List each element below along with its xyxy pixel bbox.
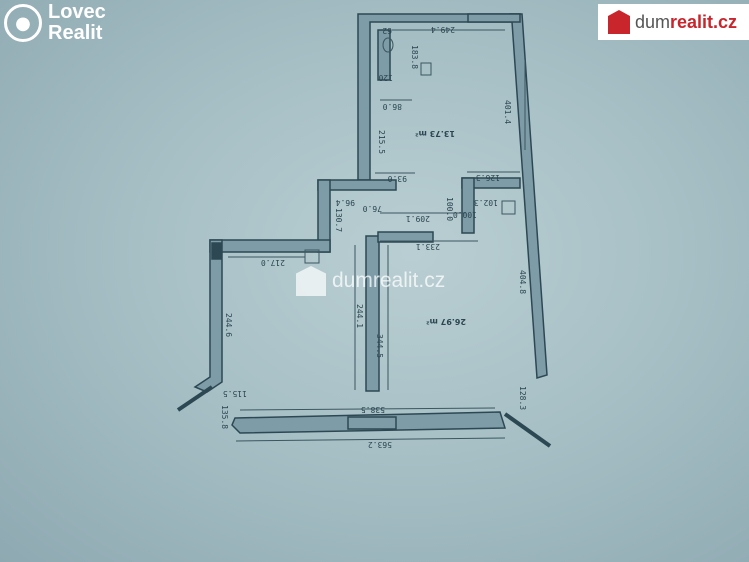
dim-label: 120	[378, 73, 393, 82]
dim-label: 249.4	[431, 25, 455, 34]
dim-label: 62	[382, 26, 392, 35]
dim-label: 209.1	[406, 214, 430, 223]
dimension-lines	[228, 29, 526, 442]
dim-label: 538.5	[361, 405, 385, 414]
fixtures	[304, 37, 516, 264]
dim-label: 135.8	[220, 405, 229, 429]
dim-label: 115.5	[223, 389, 247, 398]
house-icon	[608, 10, 630, 34]
dim-label: 128.3	[518, 386, 527, 410]
dim-label: 100.0	[453, 210, 477, 219]
watermark-text: dumrealit.cz	[332, 269, 446, 292]
lovec-realit-logo: ● Lovec Realit	[4, 2, 106, 44]
sink-icon	[501, 200, 516, 215]
room-area: 26.97 m²	[426, 317, 466, 326]
logo-part1: dum	[635, 11, 671, 32]
dim-label: 563.2	[368, 440, 392, 449]
dim-label: 126.3	[476, 173, 500, 182]
logo-line2: Realit	[48, 22, 103, 44]
dim-label: 102.3	[474, 198, 498, 207]
dim-label: 93.0	[388, 174, 407, 183]
dumrealit-logo: dumrealit.cz	[598, 4, 749, 40]
dim-label: 217.0	[261, 258, 285, 267]
toilet-icon	[382, 37, 394, 53]
dim-label: 401.4	[503, 100, 512, 124]
dim-label: 233.1	[416, 242, 440, 251]
room-area: 13.73 m²	[415, 129, 455, 138]
dimension-labels: 249.4 62 183.8 120 86.0 401.4 215.5 93.0…	[220, 25, 527, 449]
logo-part2: realit.cz	[670, 11, 738, 32]
dim-label: 215.5	[377, 130, 386, 154]
dim-label: 404.8	[518, 270, 527, 294]
watermark: dumrealit.cz	[296, 266, 445, 296]
sink-icon	[420, 62, 432, 76]
dim-label: 76.0	[363, 204, 382, 213]
dim-label: 183.8	[410, 45, 419, 69]
dim-label: 100.0	[445, 197, 454, 221]
dim-label: 244.6	[224, 313, 233, 337]
dim-label: 86.0	[383, 102, 402, 111]
logo-line1: Lovec	[48, 1, 106, 23]
walls	[176, 13, 552, 448]
house-icon	[296, 266, 326, 296]
dim-label: 344.5	[375, 334, 384, 358]
sink-icon	[304, 249, 320, 264]
location-pin-icon: ●	[4, 4, 42, 42]
dim-label: 244.1	[355, 304, 364, 328]
dim-label: 96.4	[336, 198, 355, 207]
dim-label: 130.7	[334, 208, 343, 232]
